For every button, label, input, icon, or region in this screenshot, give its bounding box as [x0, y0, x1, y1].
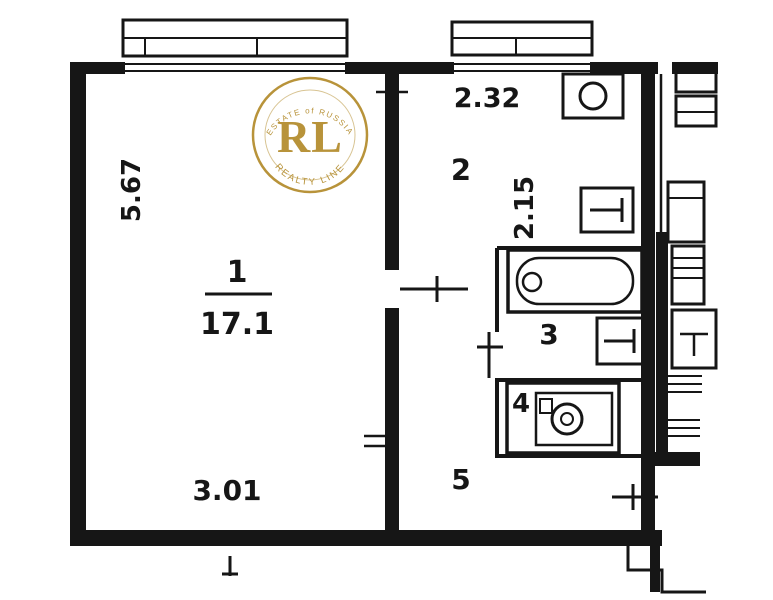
door-symbols — [400, 276, 658, 510]
wall-left — [70, 62, 86, 546]
door-room1 — [400, 276, 468, 302]
bathtub-symbol — [506, 248, 644, 314]
adjacent-unit — [626, 64, 718, 594]
fixtures — [505, 72, 649, 455]
walls-thin — [125, 63, 663, 458]
radiator-symbol — [579, 186, 635, 234]
room1-number-label: 1 — [227, 255, 248, 290]
room2-height-label: 2.15 — [510, 176, 540, 240]
wall-bottom — [70, 530, 662, 546]
wall-middle-upper — [385, 62, 399, 270]
room1-height-label: 5.67 — [117, 158, 147, 222]
toilet-symbol — [595, 316, 649, 366]
labels: 5.67 1 17.1 3.01 2.32 2 2.15 3 4 5 — [117, 83, 559, 507]
wall-right-stub — [641, 452, 700, 466]
watermark-stamp: ESTATE of RUSSIA RL REALTY LINE — [251, 76, 369, 194]
room2-width-label: 2.32 — [454, 83, 521, 114]
wall-top-far — [672, 62, 718, 74]
room3-number-label: 3 — [539, 318, 558, 351]
room5-number-label: 5 — [451, 463, 470, 496]
watermark-initials: RL — [277, 111, 343, 162]
room1-area-label: 17.1 — [200, 307, 274, 342]
room2-number-label: 2 — [451, 153, 471, 187]
stairs-symbol — [626, 546, 706, 594]
wall-middle-lower — [385, 308, 399, 546]
window-symbols — [121, 18, 594, 58]
room4-number-label: 4 — [512, 389, 530, 419]
wall-top-2 — [345, 62, 454, 74]
door-entrance — [612, 484, 658, 510]
walls-thick — [70, 62, 718, 592]
wall-party-column — [656, 232, 668, 466]
room1-width-label: 3.01 — [192, 474, 261, 507]
wall-right — [641, 62, 655, 546]
washing-machine-symbol — [505, 381, 621, 455]
survey-marks — [222, 556, 238, 576]
wall-top-1 — [70, 62, 125, 74]
door-bathroom — [477, 332, 503, 378]
sink-symbol — [561, 72, 625, 120]
